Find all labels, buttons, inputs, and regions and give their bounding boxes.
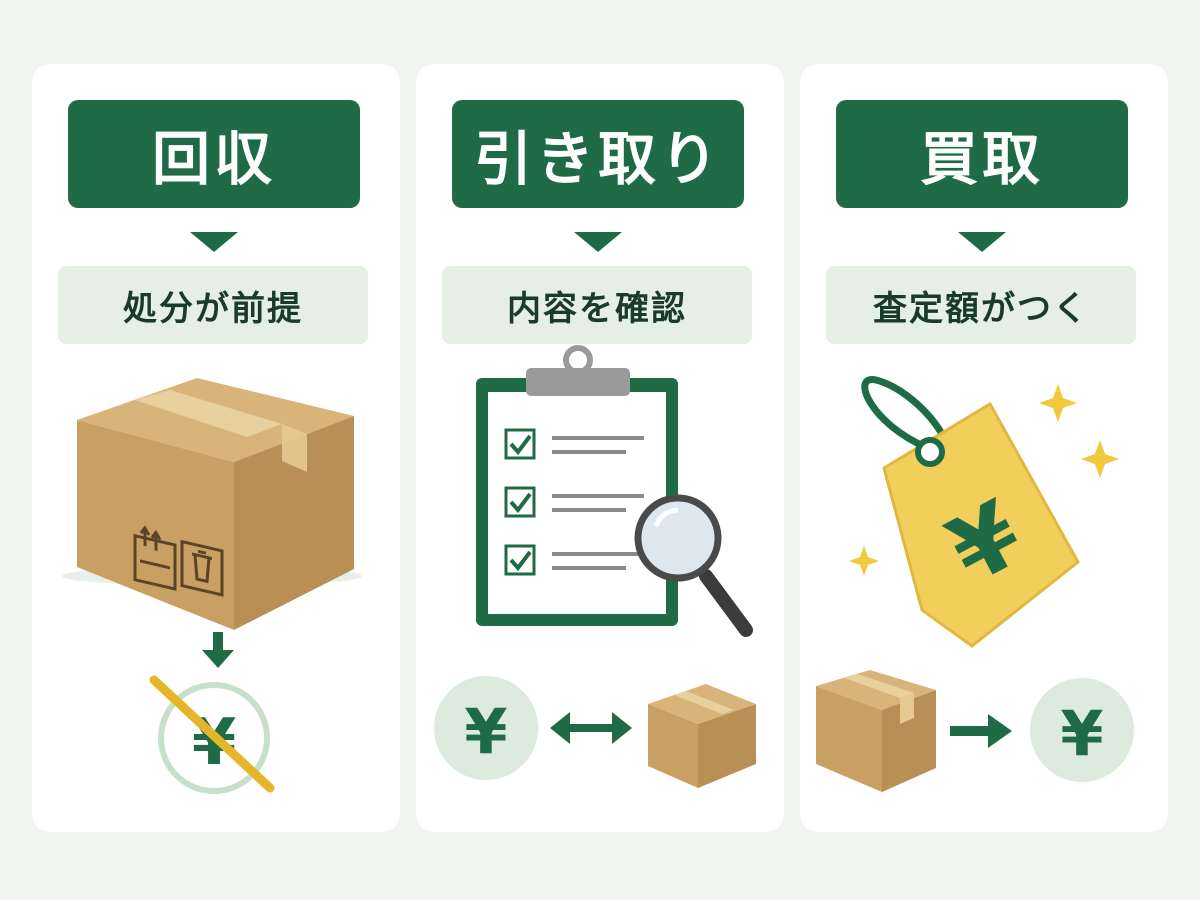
- panel-subtitle: 内容を確認: [442, 266, 752, 344]
- checkbox-icon: [504, 486, 536, 518]
- magnifier-icon: [634, 494, 753, 637]
- panel-subtitle: 査定額がつく: [826, 266, 1136, 344]
- down-pointer-icon: [958, 232, 1006, 252]
- cardboard-box-icon: [62, 378, 362, 630]
- cardboard-box-icon: [816, 670, 936, 792]
- crossed-out-yen-icon: ¥: [149, 675, 275, 794]
- panel-collection: 回収 処分が前提 ¥: [32, 64, 400, 832]
- down-arrow-icon: [202, 632, 234, 668]
- panel-illustration: ¥: [434, 345, 756, 788]
- yen-circle-icon: ¥: [434, 676, 538, 780]
- checkbox-icon: [504, 428, 536, 460]
- checkbox-icon: [504, 544, 536, 576]
- yen-symbol: ¥: [464, 695, 507, 768]
- cardboard-box-icon: [648, 684, 756, 788]
- panel-purchase: 買取 査定額がつく ¥ ¥: [800, 64, 1168, 832]
- sparkle-icon: [849, 384, 1119, 576]
- yen-symbol: ¥: [1060, 697, 1103, 770]
- clipboard-icon: [476, 345, 678, 626]
- down-pointer-icon: [574, 232, 622, 252]
- panel-illustration: ¥ ¥: [816, 376, 1134, 792]
- price-tag-icon: ¥: [861, 376, 1080, 648]
- down-pointer-icon: [190, 232, 238, 252]
- panel-title: 回収: [68, 100, 360, 208]
- panel-pickup: 引き取り 内容を確認: [416, 64, 784, 832]
- right-arrow-icon: [950, 714, 1012, 748]
- double-arrow-icon: [550, 712, 632, 744]
- panel-title: 引き取り: [452, 100, 744, 208]
- yen-circle-icon: ¥: [1030, 678, 1134, 782]
- panel-illustration: ¥: [62, 378, 362, 794]
- panel-subtitle: 処分が前提: [58, 266, 368, 344]
- panel-title: 買取: [836, 100, 1128, 208]
